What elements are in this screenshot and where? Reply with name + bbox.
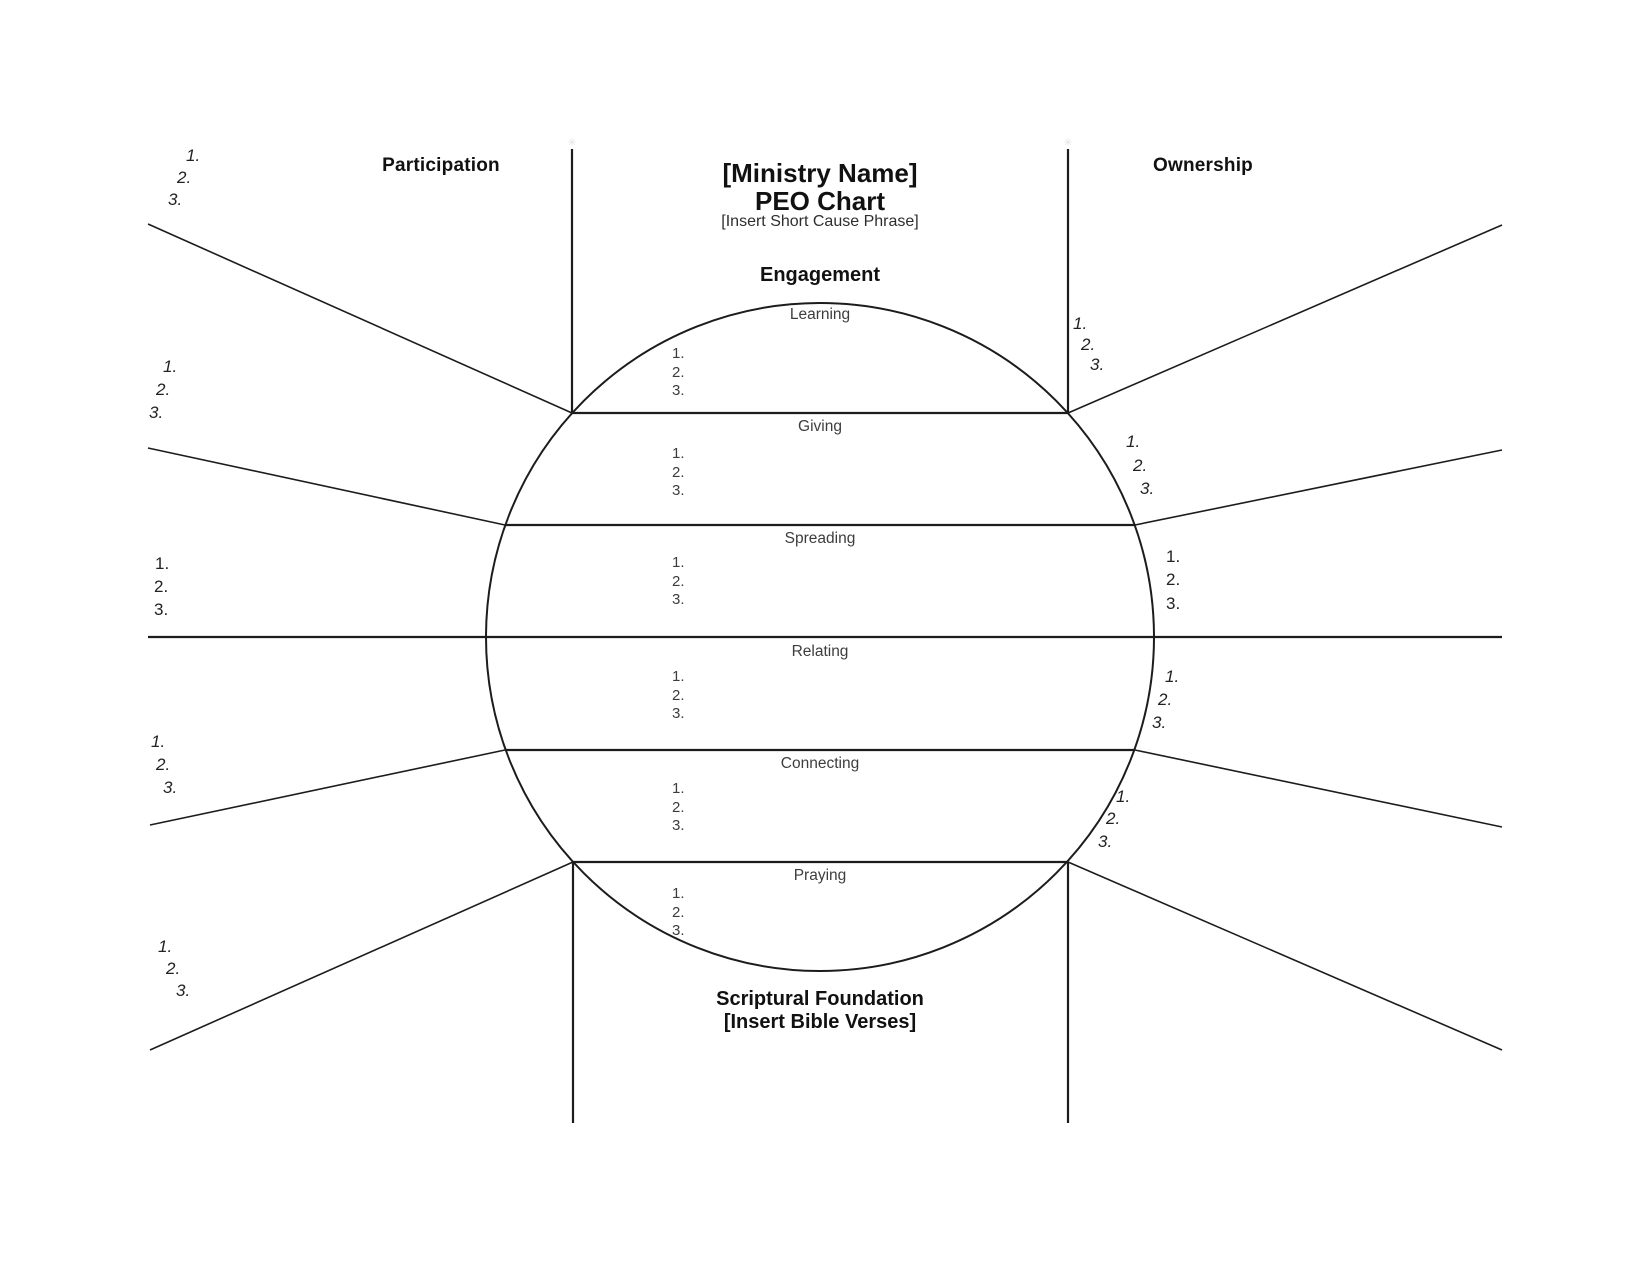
ownership-heading: Ownership — [1153, 155, 1253, 176]
ray-mid-upper-right — [1134, 449, 1503, 526]
right-list-5-item: 2. — [1106, 809, 1121, 828]
right-list-4-item: 3. — [1152, 713, 1167, 732]
left-list-4-item: 3. — [163, 778, 178, 797]
list-item: 2. — [672, 572, 685, 590]
list-item: 3. — [672, 922, 685, 940]
left-list-3-item: 1. — [155, 554, 170, 573]
left-list-5-item: 3. — [176, 981, 191, 1000]
section-label-relating: Relating — [791, 643, 849, 660]
left-list-2-item: 1. — [163, 357, 178, 376]
left-list-3-item: 3. — [154, 600, 169, 619]
right-list-1-item: 2. — [1081, 335, 1096, 354]
section-label-giving: Giving — [798, 418, 842, 435]
list-item: 3. — [672, 591, 685, 609]
anchor-mark: ✳ — [567, 137, 577, 149]
right-list-3-item: 2. — [1166, 570, 1181, 589]
left-list-4-item: 2. — [156, 755, 171, 774]
section-label-learning: Learning — [789, 306, 851, 323]
list-item: 2. — [672, 463, 685, 481]
right-list-2-item: 3. — [1140, 479, 1155, 498]
right-list-4-item: 1. — [1165, 667, 1180, 686]
list-item: 3. — [672, 382, 685, 400]
section-list-giving: 1. 2. 3. — [672, 445, 685, 501]
left-list-1-item: 1. — [186, 146, 201, 165]
right-list-3-item: 3. — [1166, 594, 1181, 613]
bible-verses-placeholder: [Insert Bible Verses] — [723, 1011, 917, 1033]
list-item: 2. — [672, 903, 685, 921]
list-item: 2. — [672, 798, 685, 816]
ray-mid-lower-right — [1134, 749, 1503, 828]
ray-bottom-left — [149, 861, 574, 1051]
right-list-5-item: 3. — [1098, 832, 1113, 851]
list-item: 1. — [672, 885, 685, 902]
right-list-2-item: 2. — [1133, 456, 1148, 475]
list-item: 1. — [672, 780, 685, 797]
section-label-connecting: Connecting — [780, 755, 860, 772]
left-list-1-item: 3. — [168, 190, 183, 209]
right-list-1-item: 1. — [1073, 314, 1088, 333]
ray-top-left — [147, 223, 573, 414]
list-item: 2. — [672, 363, 685, 381]
ray-mid-upper-left — [147, 447, 506, 526]
cause-phrase-subtitle: [Insert Short Cause Phrase] — [721, 213, 919, 230]
ray-mid-lower-left — [149, 749, 506, 826]
left-list-2-item: 3. — [149, 403, 164, 422]
left-list-1-item: 2. — [177, 168, 192, 187]
section-label-spreading: Spreading — [784, 530, 856, 547]
right-list-1-item: 3. — [1090, 355, 1105, 374]
ministry-name-title: [Ministry Name] — [722, 158, 918, 188]
left-list-3-item: 2. — [154, 577, 169, 596]
ray-top-right — [1067, 224, 1503, 414]
list-item: 3. — [672, 817, 685, 835]
anchor-mark: ✳ — [1063, 137, 1073, 149]
engagement-heading: Engagement — [759, 264, 881, 286]
section-list-relating: 1. 2. 3. — [672, 668, 685, 724]
list-item: 2. — [672, 686, 685, 704]
section-list-spreading: 1. 2. 3. — [672, 554, 685, 610]
section-label-praying: Praying — [793, 867, 847, 884]
left-list-5-item: 2. — [166, 959, 181, 978]
section-list-connecting: 1. 2. 3. — [672, 780, 685, 836]
scriptural-foundation-heading: Scriptural Foundation — [716, 988, 924, 1010]
left-list-4-item: 1. — [151, 732, 166, 751]
right-list-4-item: 2. — [1158, 690, 1173, 709]
list-item: 3. — [672, 705, 685, 723]
list-item: 1. — [672, 345, 685, 362]
section-list-praying: 1. 2. 3. — [672, 885, 685, 941]
list-item: 3. — [672, 482, 685, 500]
ray-bottom-right — [1067, 861, 1503, 1051]
right-list-2-item: 1. — [1126, 432, 1141, 451]
chart-name-title: PEO Chart — [754, 186, 886, 216]
section-list-learning: 1. 2. 3. — [672, 345, 685, 401]
list-item: 1. — [672, 445, 685, 462]
left-list-2-item: 2. — [156, 380, 171, 399]
left-list-5-item: 1. — [158, 937, 173, 956]
right-list-3-item: 1. — [1166, 547, 1181, 566]
list-item: 1. — [672, 554, 685, 571]
participation-heading: Participation — [382, 155, 500, 176]
right-list-5-item: 1. — [1116, 787, 1131, 806]
list-item: 1. — [672, 668, 685, 685]
